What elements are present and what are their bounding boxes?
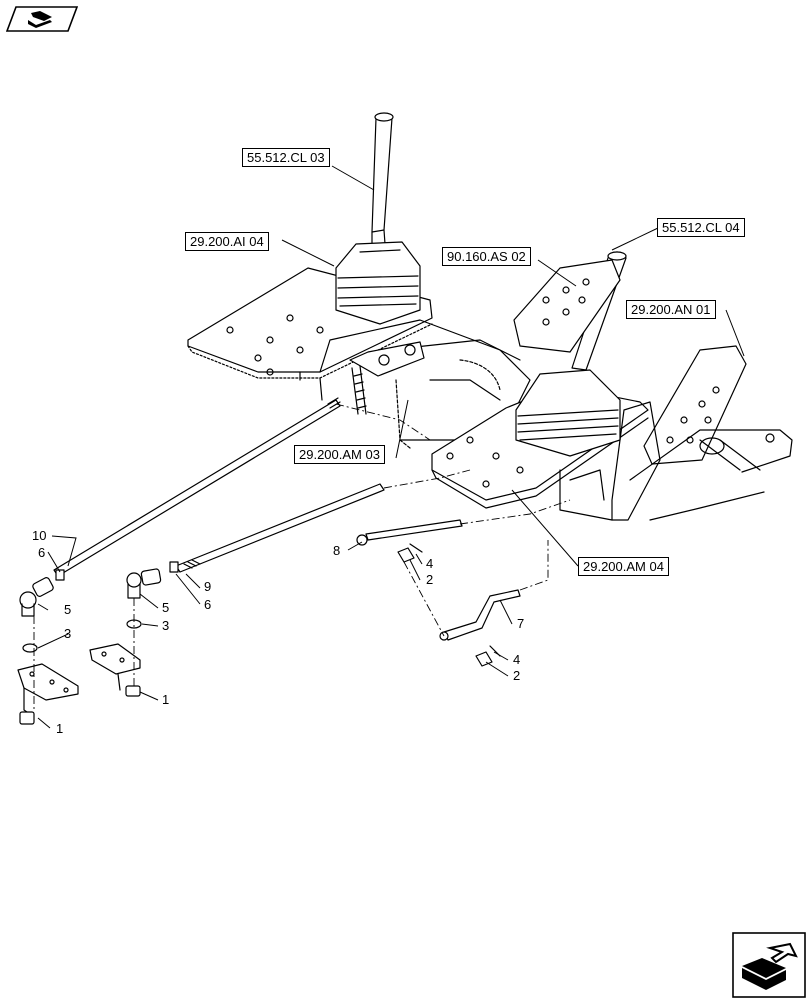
left-bracket [17,643,79,725]
middle-bracket [89,619,142,697]
middle-ball-joint [126,561,179,599]
reference-label-29-200-am-04[interactable]: 29.200.AM 04 [578,557,669,576]
callout-6: 6 [204,597,212,612]
callout-2: 2 [513,668,521,683]
reference-label-29-200-am-03[interactable]: 29.200.AM 03 [294,445,385,464]
center-pedal-plate [513,259,621,353]
rod-9 [175,483,385,573]
callout-3: 3 [162,618,170,633]
linkage-mechanism [349,341,425,415]
left-control-lever [371,112,394,259]
callout-10: 10 [32,528,47,543]
callout-9: 9 [204,579,212,594]
callout-1: 1 [162,692,170,707]
right-frame-assembly [559,401,793,521]
page-nav-icon[interactable] [5,6,79,32]
callout-3: 3 [64,626,72,641]
callout-4: 4 [426,556,434,571]
next-page-arrow-icon[interactable] [732,932,806,998]
reference-label-29-200-an-01[interactable]: 29.200.AN 01 [626,300,716,319]
left-lever-boot [335,241,421,325]
rod-8 [356,519,463,546]
reference-label-55-512-cl-03[interactable]: 55.512.CL 03 [242,148,330,167]
reference-label-29-200-ai-04[interactable]: 29.200.AI 04 [185,232,269,251]
pin-and-clip-upper [397,543,423,563]
rod-10 [53,397,341,577]
callout-7: 7 [517,616,525,631]
reference-label-55-512-cl-04[interactable]: 55.512.CL 04 [657,218,745,237]
callout-2: 2 [426,572,434,587]
callout-1: 1 [56,721,64,736]
right-pedal-plate [643,345,747,465]
callout-6: 6 [38,545,46,560]
callout-4: 4 [513,652,521,667]
callout-5: 5 [162,600,170,615]
left-ball-joint [19,569,65,617]
reference-label-90-160-as-02[interactable]: 90.160.AS 02 [442,247,531,266]
callout-5: 5 [64,602,72,617]
callout-8: 8 [333,543,341,558]
right-lever-boot [515,369,621,457]
